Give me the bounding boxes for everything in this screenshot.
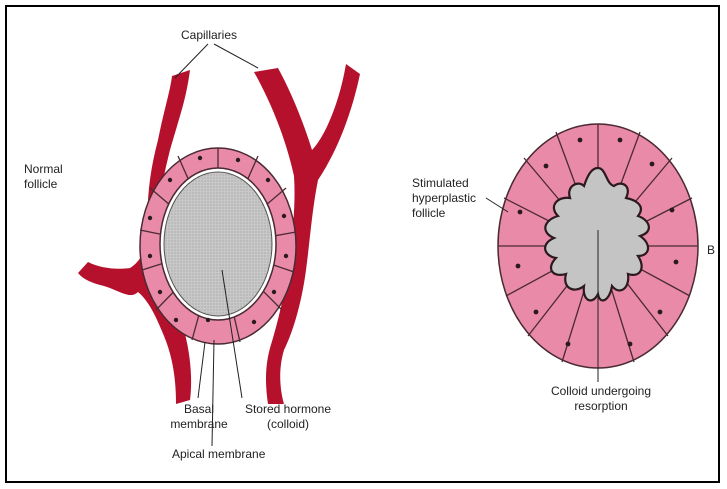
- normal-follicle-label-line2: follicle: [24, 177, 57, 192]
- normal-follicle-label-line1: Normal: [24, 162, 63, 177]
- basal-membrane-label-line1: Basal: [164, 402, 234, 417]
- basal-membrane-label-line2: membrane: [164, 417, 234, 432]
- stimulated-follicle-label-line1: Stimulated: [412, 176, 469, 191]
- panel-b-label: B: [707, 243, 715, 258]
- stored-hormone-label-line2: (colloid): [238, 417, 338, 432]
- apical-membrane-label: Apical membrane: [172, 447, 265, 462]
- colloid-resorption-label-line1: Colloid undergoing: [546, 384, 656, 399]
- capillaries-label: Capillaries: [181, 28, 237, 43]
- stored-hormone-label-line1: Stored hormone: [238, 402, 338, 417]
- normal-follicle: [140, 148, 296, 344]
- stimulated-follicle-label-line3: follicle: [412, 206, 445, 221]
- colloid-resorption-label-line2: resorption: [546, 399, 656, 414]
- stored-colloid: [164, 172, 272, 316]
- stimulated-follicle-label-line2: hyperplastic: [412, 191, 476, 206]
